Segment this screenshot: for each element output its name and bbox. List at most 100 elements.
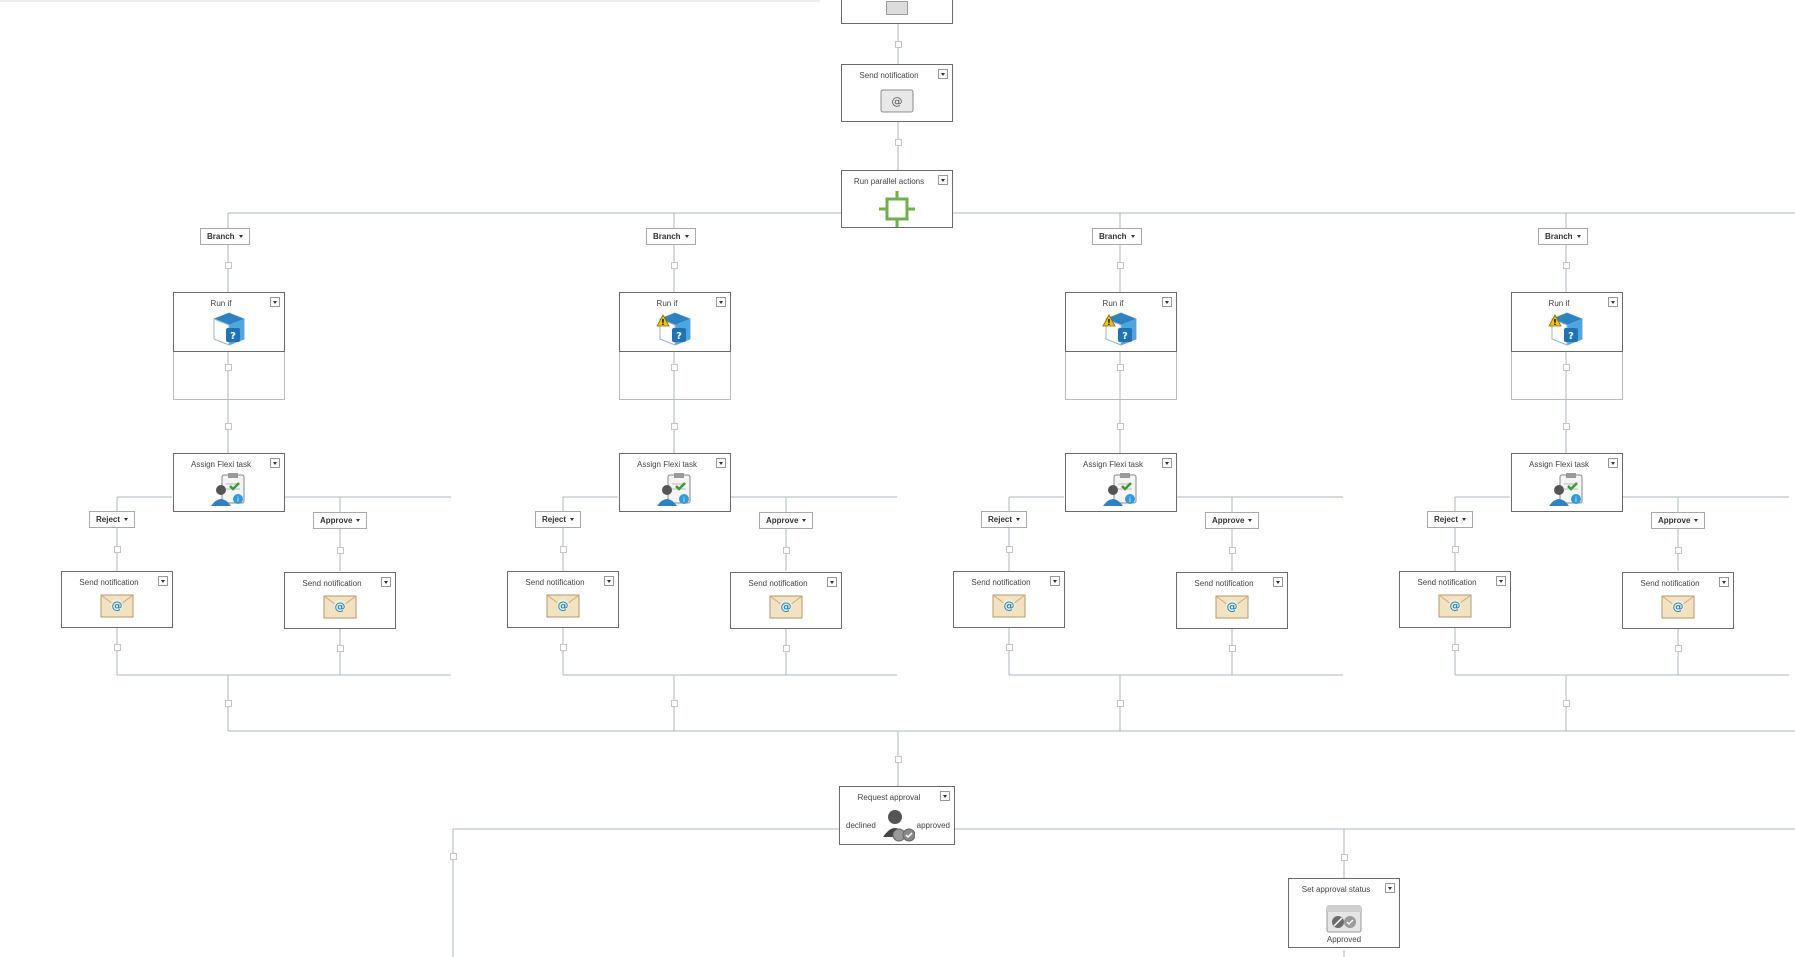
- envelope-email-icon: @: [546, 594, 580, 618]
- drop-connector[interactable]: [114, 546, 121, 553]
- reject-outcome-selector[interactable]: Reject: [1427, 511, 1474, 528]
- drop-connector[interactable]: [114, 644, 121, 651]
- action-menu-dropdown[interactable]: [716, 297, 726, 307]
- drop-connector[interactable]: [671, 262, 678, 269]
- reject-outcome-selector[interactable]: Reject: [535, 511, 582, 528]
- action-menu-dropdown[interactable]: [1608, 297, 1618, 307]
- drop-connector[interactable]: [1006, 644, 1013, 651]
- drop-connector[interactable]: [1117, 364, 1124, 371]
- svg-text:i: i: [683, 496, 685, 504]
- action-menu-dropdown[interactable]: [716, 458, 726, 468]
- drop-connector[interactable]: [560, 644, 567, 651]
- action-menu-dropdown[interactable]: [1496, 576, 1506, 586]
- request-approval-action[interactable]: Request approval declined approved: [839, 786, 955, 845]
- send-notification-approve-2[interactable]: Send notification@: [730, 572, 842, 629]
- drop-connector[interactable]: [1452, 644, 1459, 651]
- drop-connector[interactable]: [1117, 700, 1124, 707]
- drop-connector[interactable]: [1341, 854, 1348, 861]
- drop-connector[interactable]: [1229, 645, 1236, 652]
- drop-connector[interactable]: [1229, 547, 1236, 554]
- drop-connector[interactable]: [1675, 547, 1682, 554]
- run-if-action-2[interactable]: Run if?!: [619, 292, 731, 352]
- drop-connector[interactable]: [671, 423, 678, 430]
- action-menu-dropdown[interactable]: [1719, 577, 1729, 587]
- send-notification-approve-3[interactable]: Send notification@: [1176, 572, 1288, 629]
- send-notification-reject-1[interactable]: Send notification@: [61, 571, 173, 628]
- approval-status-value: Approved: [1326, 935, 1362, 944]
- set-approval-status-action[interactable]: Set approval status Approved: [1288, 878, 1400, 948]
- drop-connector[interactable]: [1563, 364, 1570, 371]
- send-notification-reject-3[interactable]: Send notification@: [953, 571, 1065, 628]
- run-if-body[interactable]: [1511, 352, 1623, 400]
- reject-outcome-selector[interactable]: Reject: [89, 511, 136, 528]
- top-action-partial[interactable]: [841, 0, 953, 24]
- drop-connector[interactable]: [1563, 262, 1570, 269]
- drop-connector[interactable]: [1675, 645, 1682, 652]
- drop-connector[interactable]: [1452, 546, 1459, 553]
- send-notification-approve-1[interactable]: Send notification@: [284, 572, 396, 629]
- send-notification-approve-4[interactable]: Send notification@: [1622, 572, 1734, 629]
- drop-connector[interactable]: [671, 700, 678, 707]
- reject-outcome-selector[interactable]: Reject: [981, 511, 1028, 528]
- action-menu-dropdown[interactable]: [270, 297, 280, 307]
- run-if-action-1[interactable]: Run if?: [173, 292, 285, 352]
- approve-outcome-selector[interactable]: Approve: [313, 512, 368, 529]
- drop-connector[interactable]: [1117, 262, 1124, 269]
- approve-outcome-selector[interactable]: Approve: [759, 512, 814, 529]
- run-if-body[interactable]: [1065, 352, 1177, 400]
- drop-connector[interactable]: [1563, 423, 1570, 430]
- drop-connector[interactable]: [1563, 700, 1570, 707]
- action-menu-dropdown[interactable]: [827, 577, 837, 587]
- branch-1-selector[interactable]: Branch: [200, 228, 250, 245]
- drop-connector[interactable]: [225, 262, 232, 269]
- approve-outcome-selector[interactable]: Approve: [1651, 512, 1706, 529]
- action-menu-dropdown[interactable]: [938, 69, 948, 79]
- action-menu-dropdown[interactable]: [1050, 576, 1060, 586]
- action-menu-dropdown[interactable]: [1608, 458, 1618, 468]
- action-menu-dropdown[interactable]: [1162, 458, 1172, 468]
- drop-connector[interactable]: [560, 546, 567, 553]
- approve-outcome-selector[interactable]: Approve: [1205, 512, 1260, 529]
- run-parallel-actions-action[interactable]: Run parallel actions: [841, 170, 953, 228]
- run-if-body[interactable]: [619, 352, 731, 400]
- drop-connector[interactable]: [783, 645, 790, 652]
- action-menu-dropdown[interactable]: [1273, 577, 1283, 587]
- drop-connector[interactable]: [895, 41, 902, 48]
- drop-connector[interactable]: [225, 423, 232, 430]
- branch-3-selector[interactable]: Branch: [1092, 228, 1142, 245]
- branch-4-selector[interactable]: Branch: [1538, 228, 1588, 245]
- action-menu-dropdown[interactable]: [604, 576, 614, 586]
- drop-connector[interactable]: [225, 700, 232, 707]
- drop-connector[interactable]: [1117, 423, 1124, 430]
- drop-connector[interactable]: [1006, 546, 1013, 553]
- action-menu-dropdown[interactable]: [940, 791, 950, 801]
- send-notification-reject-2[interactable]: Send notification@: [507, 571, 619, 628]
- action-menu-dropdown[interactable]: [1162, 297, 1172, 307]
- drop-connector[interactable]: [450, 853, 457, 860]
- drop-connector[interactable]: [337, 645, 344, 652]
- drop-connector[interactable]: [895, 756, 902, 763]
- svg-text:i: i: [1129, 496, 1131, 504]
- action-menu-dropdown[interactable]: [270, 458, 280, 468]
- drop-connector[interactable]: [783, 547, 790, 554]
- drop-connector[interactable]: [671, 364, 678, 371]
- action-menu-dropdown[interactable]: [938, 175, 948, 185]
- action-menu-dropdown[interactable]: [1385, 883, 1395, 893]
- action-menu-dropdown[interactable]: [158, 576, 168, 586]
- send-notification-reject-4[interactable]: Send notification@: [1399, 571, 1511, 628]
- drop-connector[interactable]: [337, 547, 344, 554]
- drop-connector[interactable]: [225, 364, 232, 371]
- flexi-task-icon: i: [657, 473, 691, 506]
- branch-2-selector[interactable]: Branch: [646, 228, 696, 245]
- chevron-down-icon: [356, 519, 361, 523]
- run-if-action-3[interactable]: Run if?!: [1065, 292, 1177, 352]
- drop-connector[interactable]: [895, 139, 902, 146]
- send-notification-action[interactable]: Send notification @: [841, 64, 953, 122]
- run-if-action-4[interactable]: Run if?!: [1511, 292, 1623, 352]
- run-if-body[interactable]: [173, 352, 285, 400]
- action-menu-dropdown[interactable]: [381, 577, 391, 587]
